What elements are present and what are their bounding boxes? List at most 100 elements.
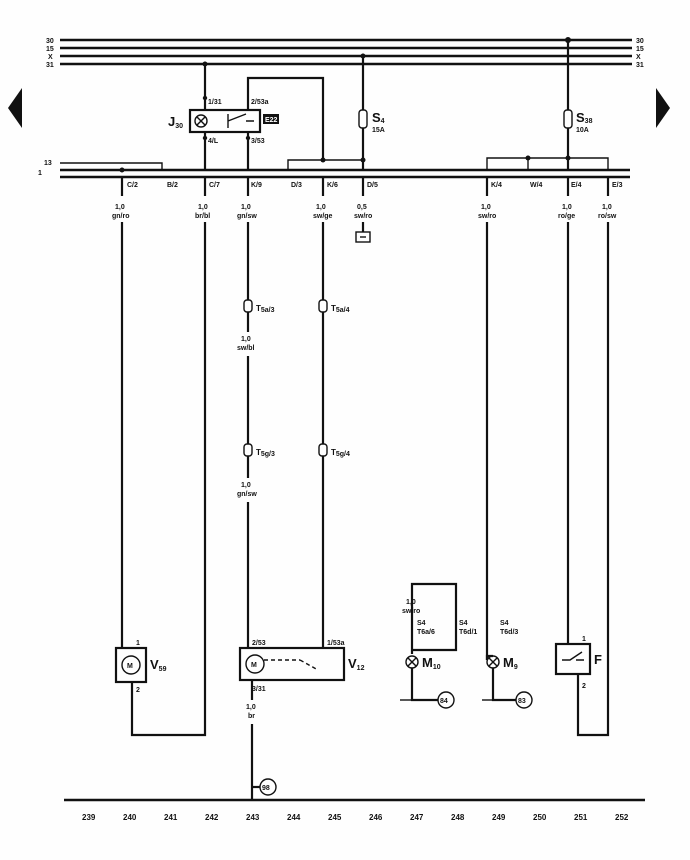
svg-text:2/53: 2/53 <box>252 640 266 647</box>
svg-text:240: 240 <box>123 813 137 822</box>
svg-text:gn/sw: gn/sw <box>237 213 257 220</box>
next-page-arrow-icon[interactable] <box>656 88 670 128</box>
rail-label-left-x: X <box>48 54 53 61</box>
fuse-s38: S38 10A <box>486 40 609 170</box>
svg-text:2: 2 <box>136 687 140 694</box>
fuse-s38-rating: 10A <box>576 127 589 134</box>
svg-text:S4: S4 <box>459 620 468 627</box>
rail-label-right-15: 15 <box>636 46 644 53</box>
lamp-m9-label: M9 <box>503 655 518 671</box>
ground-point-83 <box>515 691 533 709</box>
pin-e3: E/3 <box>612 182 623 189</box>
fuse-s38-icon <box>563 109 573 129</box>
svg-text:1,0: 1,0 <box>246 704 256 711</box>
switch-f-label: F <box>594 652 602 667</box>
svg-text:3/31: 3/31 <box>252 686 266 693</box>
relay-body <box>188 108 262 134</box>
svg-text:0,5: 0,5 <box>357 204 367 211</box>
connector-t5a4-icon <box>318 299 328 313</box>
svg-text:ro/sw: ro/sw <box>598 213 617 220</box>
ground-point-84 <box>437 691 455 709</box>
svg-text:1,0: 1,0 <box>602 204 612 211</box>
svg-text:1,0: 1,0 <box>316 204 326 211</box>
svg-text:sw/ro: sw/ro <box>402 608 420 615</box>
motor-v12: M V12 2/53 1/53a 3/31 1,0 br 98 <box>238 640 365 800</box>
motor-v59-icon <box>121 655 141 675</box>
switch-f-icon <box>562 651 584 661</box>
previous-page-arrow-icon[interactable] <box>8 88 22 128</box>
lamp-m10-label: M10 <box>422 655 441 671</box>
svg-text:1,0: 1,0 <box>406 599 416 606</box>
svg-text:S4: S4 <box>500 620 509 627</box>
relay-j30: E22 J30 1/31 2/53a 4/L 3/53 <box>168 64 325 170</box>
svg-text:T6d/3: T6d/3 <box>500 629 518 636</box>
svg-text:242: 242 <box>205 813 219 822</box>
connector-t5a3-icon <box>243 299 253 313</box>
pin-c2: C/2 <box>127 182 138 189</box>
svg-text:T6d/1: T6d/1 <box>459 629 477 636</box>
pin-b2: B/2 <box>167 182 178 189</box>
fuse-s4-icon <box>358 109 368 129</box>
svg-text:247: 247 <box>410 813 424 822</box>
svg-text:M: M <box>127 663 133 670</box>
svg-text:249: 249 <box>492 813 506 822</box>
motor-v12-label: V12 <box>348 656 365 672</box>
svg-text:243: 243 <box>246 813 260 822</box>
lamps-m10-m9: 1,0 sw/ro S4 T6a/6 S4 T6d/1 M10 84 S4 T6… <box>400 582 533 709</box>
svg-text:sw/ro: sw/ro <box>354 213 372 220</box>
relay-pin-2-53a: 2/53a <box>251 99 269 106</box>
svg-text:E22: E22 <box>265 117 278 124</box>
rail-label-left-31: 31 <box>46 62 54 69</box>
svg-text:1,0: 1,0 <box>115 204 125 211</box>
connector-t5g3-label: T5g/3 <box>256 448 275 458</box>
fuse-s4-label: S4 <box>372 110 385 125</box>
svg-text:1: 1 <box>136 640 140 647</box>
connector-t5a4-label: T5a/4 <box>331 304 350 314</box>
switch-f-box <box>554 642 592 676</box>
svg-text:gn/ro: gn/ro <box>112 213 130 220</box>
fuse-s38-label: S38 <box>576 110 593 125</box>
svg-text:1,0: 1,0 <box>481 204 491 211</box>
wire-labels: 1,0 gn/ro 1,0 br/bl 1,0 gn/sw 1,0 sw/ge … <box>112 204 617 220</box>
relay-pin-4-l: 4/L <box>208 138 219 145</box>
svg-text:251: 251 <box>574 813 588 822</box>
indicator-e22-icon <box>263 114 279 124</box>
svg-text:83: 83 <box>518 698 526 705</box>
svg-text:2: 2 <box>582 683 586 690</box>
svg-text:1,0: 1,0 <box>241 336 251 343</box>
svg-text:S4: S4 <box>417 620 426 627</box>
connector-t5g4-label: T5g/4 <box>331 448 350 458</box>
connector-label-13: 13 <box>44 160 52 167</box>
switch-f: F 1 2 <box>554 636 602 690</box>
relay-switch-icon <box>227 113 254 128</box>
svg-text:1,0: 1,0 <box>241 204 251 211</box>
svg-text:252: 252 <box>615 813 629 822</box>
svg-text:1,0: 1,0 <box>562 204 572 211</box>
pin-c7: C/7 <box>209 182 220 189</box>
svg-text:98: 98 <box>262 785 270 792</box>
svg-text:246: 246 <box>369 813 383 822</box>
vertical-wires <box>120 177 610 737</box>
svg-text:239: 239 <box>82 813 96 822</box>
column-numbers: 239 240 241 242 243 244 245 246 247 248 … <box>82 813 629 822</box>
rail-label-right-x: X <box>636 54 641 61</box>
svg-text:250: 250 <box>533 813 547 822</box>
svg-text:sw/ge: sw/ge <box>313 213 333 220</box>
motor-v12-box <box>238 646 346 682</box>
relay-name: J30 <box>168 114 183 130</box>
svg-text:1: 1 <box>582 636 586 643</box>
svg-text:241: 241 <box>164 813 178 822</box>
central-connector-bar: 13 1 <box>38 160 630 179</box>
svg-text:T6a/6: T6a/6 <box>417 629 435 636</box>
svg-text:M: M <box>251 662 257 669</box>
pin-k9: K/9 <box>251 182 262 189</box>
fuse-s4-rating: 15A <box>372 127 385 134</box>
connector-plug-icon <box>355 231 371 243</box>
connector-t5g3-icon <box>243 443 253 457</box>
pin-k6: K/6 <box>327 182 338 189</box>
svg-text:ro/ge: ro/ge <box>558 213 575 220</box>
rail-label-left-15: 15 <box>46 46 54 53</box>
svg-text:gn/sw: gn/sw <box>237 491 257 498</box>
